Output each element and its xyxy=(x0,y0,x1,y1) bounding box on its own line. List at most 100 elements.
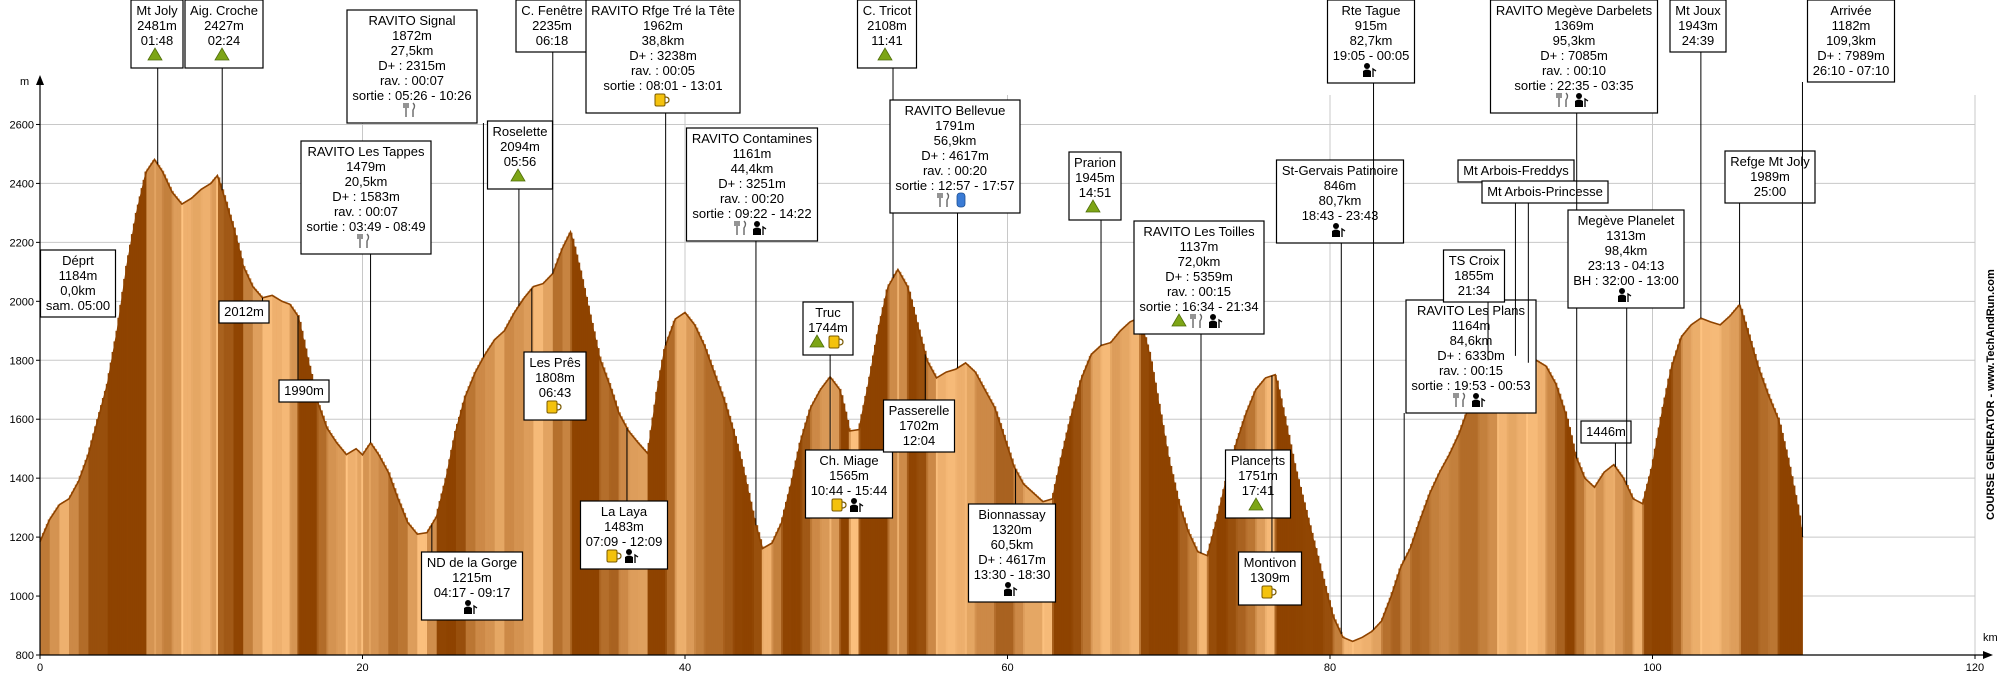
waypoint-line: 12:04 xyxy=(903,433,936,448)
profile-slope-stripe xyxy=(1673,356,1676,655)
profile-slope-stripe xyxy=(63,501,66,655)
profile-slope-stripe xyxy=(545,279,548,655)
profile-slope-stripe xyxy=(916,322,919,655)
profile-slope-stripe xyxy=(1750,341,1753,655)
profile-slope-stripe xyxy=(738,451,741,655)
profile-slope-stripe xyxy=(928,362,931,655)
drink-icon xyxy=(546,400,558,414)
profile-slope-stripe xyxy=(258,293,261,655)
profile-slope-stripe xyxy=(1410,543,1413,655)
profile-slope-stripe xyxy=(1485,361,1488,655)
profile-slope-stripe xyxy=(1307,517,1310,655)
profile-slope-stripe xyxy=(130,234,134,655)
profile-slope-stripe xyxy=(1686,328,1689,655)
waypoint-line: 1164m xyxy=(1452,318,1491,333)
profile-slope-stripe xyxy=(901,275,904,655)
profile-slope-stripe xyxy=(517,304,521,655)
person-icon xyxy=(626,549,632,555)
summit-icon xyxy=(214,47,230,61)
profile-slope-stripe xyxy=(1255,388,1258,655)
profile-slope-stripe xyxy=(539,284,542,655)
profile-slope-stripe xyxy=(1187,529,1190,655)
drink-icon xyxy=(654,93,666,107)
drink-icon xyxy=(1261,585,1273,599)
profile-slope-stripe xyxy=(1789,466,1792,655)
summit-icon xyxy=(510,168,526,182)
profile-slope-stripe xyxy=(212,179,215,655)
profile-slope-stripe xyxy=(1737,305,1740,655)
profile-slope-stripe xyxy=(566,236,569,655)
profile-slope-stripe xyxy=(814,398,817,655)
waypoint-line: 13:30 - 18:30 xyxy=(974,567,1051,582)
profile-slope-stripe xyxy=(763,546,766,655)
profile-slope-stripe xyxy=(92,433,95,655)
profile-slope-stripe xyxy=(1158,403,1161,655)
profile-slope-stripe xyxy=(1065,432,1068,655)
profile-slope-stripe xyxy=(1450,447,1453,655)
waypoint-line: RAVITO Les Tappes xyxy=(307,144,425,159)
staff-mark xyxy=(1013,586,1018,596)
profile-slope-stripe xyxy=(854,429,857,655)
waypoint-line: 1369m xyxy=(1554,18,1594,33)
profile-slope-stripe xyxy=(1738,305,1742,655)
staff-mark xyxy=(1341,227,1346,237)
profile-slope-stripe xyxy=(757,532,761,655)
profile-slope-stripe xyxy=(223,195,227,655)
profile-slope-stripe xyxy=(562,244,565,655)
profile-slope-stripe xyxy=(723,396,726,655)
profile-slope-stripe xyxy=(488,345,492,655)
profile-slope-stripe xyxy=(759,539,763,655)
profile-slope-stripe xyxy=(417,533,420,655)
staff-mark xyxy=(634,553,639,563)
profile-slope-stripe xyxy=(1435,477,1438,655)
person-icon xyxy=(465,600,471,606)
profile-slope-stripe xyxy=(86,454,89,655)
profile-slope-stripe xyxy=(370,443,374,655)
profile-slope-stripe xyxy=(1675,350,1678,655)
profile-slope-stripe xyxy=(1599,476,1602,655)
profile-slope-stripe xyxy=(1589,483,1593,655)
profile-slope-stripe xyxy=(1348,639,1351,655)
profile-slope-stripe xyxy=(148,165,151,656)
profile-slope-stripe xyxy=(744,475,747,655)
profile-slope-stripe xyxy=(1110,341,1113,655)
profile-slope-stripe xyxy=(709,359,712,655)
profile-slope-stripe xyxy=(717,380,720,655)
profile-slope-stripe xyxy=(1711,322,1715,655)
profile-slope-stripe xyxy=(1386,602,1390,655)
profile-slope-stripe xyxy=(560,248,563,656)
profile-slope-stripe xyxy=(291,306,294,655)
profile-slope-stripe xyxy=(289,304,292,655)
profile-slope-stripe xyxy=(1530,361,1533,655)
profile-slope-stripe xyxy=(926,357,929,655)
profile-slope-stripe xyxy=(1077,387,1080,655)
profile-slope-stripe xyxy=(1470,398,1473,655)
profile-slope-stripe xyxy=(150,162,153,655)
profile-slope-stripe xyxy=(1202,553,1206,655)
profile-slope-stripe xyxy=(806,416,809,655)
waypoint-box xyxy=(882,399,956,453)
profile-slope-stripe xyxy=(1504,347,1508,655)
profile-slope-stripe xyxy=(283,302,287,655)
profile-slope-stripe xyxy=(1454,439,1457,655)
profile-slope-stripe xyxy=(1353,640,1357,655)
profile-slope-stripe xyxy=(1073,401,1076,655)
waypoint-line: St-Gervais Patinoire xyxy=(1282,163,1398,178)
profile-slope-stripe xyxy=(363,451,366,655)
drink-handle xyxy=(838,338,844,346)
profile-slope-stripe xyxy=(1704,319,1707,655)
profile-slope-stripe xyxy=(80,470,83,655)
profile-slope-stripe xyxy=(579,270,583,655)
profile-slope-stripe xyxy=(591,323,594,655)
profile-slope-stripe xyxy=(310,374,314,655)
profile-slope-stripe xyxy=(548,275,552,655)
waypoint-line: 60,5km xyxy=(991,537,1034,552)
profile-slope-stripe xyxy=(279,300,283,655)
profile-slope-stripe xyxy=(839,388,842,655)
waypoint-line: D+ : 3251m xyxy=(718,176,786,191)
profile-slope-stripe xyxy=(506,323,509,655)
profile-slope-stripe xyxy=(88,447,91,655)
